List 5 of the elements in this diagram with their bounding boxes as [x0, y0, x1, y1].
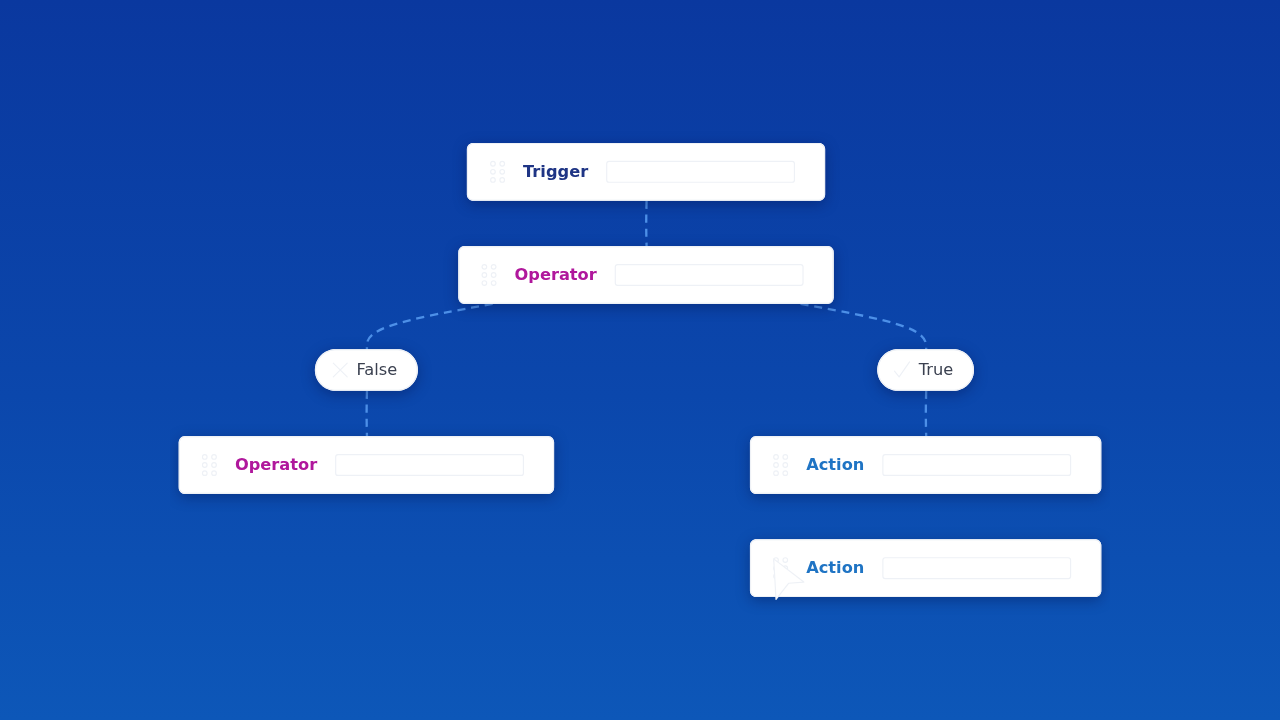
connector — [924, 390, 928, 438]
connector — [365, 390, 369, 438]
connector — [645, 200, 648, 248]
connector — [365, 302, 493, 351]
connector — [800, 302, 928, 351]
